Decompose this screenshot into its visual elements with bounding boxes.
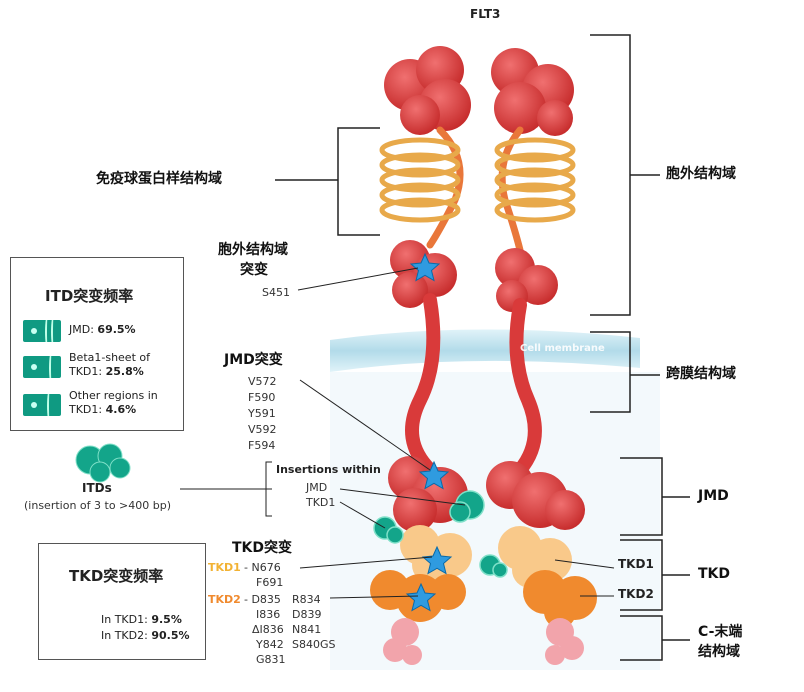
bracket-ig xyxy=(275,127,380,236)
itd-frequency-title: ITD突变频率 xyxy=(45,287,134,305)
tkd2-site-b3: N841 xyxy=(292,623,322,636)
tkd-freq-row1-text: In TKD1: xyxy=(101,613,152,626)
leader-insertion-tkd1 xyxy=(339,501,386,529)
leader-lines xyxy=(180,267,615,599)
leader-insertion-jmd xyxy=(339,488,466,506)
star-tkd1-icon xyxy=(421,545,453,575)
leader-jmd xyxy=(299,379,431,471)
star-ecd-icon xyxy=(409,252,441,282)
brackets-right xyxy=(275,34,690,661)
tkd1-site-1: - N676 xyxy=(244,561,281,574)
ig-domain-label: 免疫球蛋白样结构域 xyxy=(96,171,222,187)
tkd2-site-b1: R834 xyxy=(292,593,321,606)
itd-jmd-swatch-icon xyxy=(23,320,61,342)
itd-blob-jmd xyxy=(449,490,485,523)
leader-r834 xyxy=(329,595,419,599)
bracket-transmembrane xyxy=(590,331,660,413)
tkd1-right-label: TKD1 xyxy=(618,557,654,571)
itd-row-other: Other regions in TKD1: 4.6% xyxy=(23,389,173,418)
jmd-site-3: Y591 xyxy=(248,407,276,420)
tkd-frequency-title: TKD突变频率 xyxy=(69,567,164,585)
tkd1-mutation-label: TKD1 xyxy=(208,561,241,574)
tm-helix-left xyxy=(405,293,441,477)
insertions-title: Insertions within xyxy=(276,463,381,476)
tkd-freq-row2-value: 90.5% xyxy=(151,629,190,642)
leader-tkd1-right xyxy=(554,559,615,569)
bracket-jmd xyxy=(620,457,690,536)
tkd2-site-a4: Y842 xyxy=(256,638,284,651)
ecd-mutation-site: S451 xyxy=(262,286,290,299)
ig-coil-right xyxy=(494,137,576,223)
tkd-freq-row1-value: 9.5% xyxy=(151,613,182,626)
tkd1-site-2: F691 xyxy=(256,576,284,589)
tkd2-right xyxy=(523,570,597,628)
itd-beta1-swatch-icon xyxy=(23,356,61,378)
itd-row-jmd-value: 69.5% xyxy=(97,323,136,336)
tkd2-site-a1: - D835 xyxy=(244,593,281,606)
tm-helix-right xyxy=(509,298,542,477)
tkd2-site-b4: S840GS xyxy=(292,638,336,651)
jmd-site-2: F590 xyxy=(248,391,276,404)
top-domain-left xyxy=(384,46,471,135)
jmd-site-5: F594 xyxy=(248,439,276,452)
itd-row-other-text: TKD1: xyxy=(69,403,106,416)
ig-coil-left xyxy=(379,137,461,223)
itd-other-swatch-icon xyxy=(23,394,61,416)
cell-membrane-band xyxy=(330,329,640,372)
itd-frequency-box: ITD突变频率 JMD: 69.5% Beta1-sheet of TKD1: … xyxy=(10,257,184,431)
top-domain-right xyxy=(491,48,574,136)
flt3-label: FLT3 xyxy=(470,7,501,21)
tkd-domain-label: TKD xyxy=(698,566,731,582)
tkd-frequency-box: TKD突变频率 In TKD1: 9.5% In TKD2: 90.5% xyxy=(38,543,206,660)
itds-title: ITDs xyxy=(82,481,112,495)
insertions-tkd1: TKD1 xyxy=(306,496,336,509)
bracket-cterm xyxy=(620,615,690,661)
itd-row-beta1-line1: Beta1-sheet of xyxy=(69,351,150,364)
itd-blob-right xyxy=(479,554,508,578)
ecd-mutation-title-1: 胞外结构域 xyxy=(218,242,288,258)
leader-s451 xyxy=(297,267,419,291)
tkd2-right-label: TKD2 xyxy=(618,587,654,601)
c-terminal-left xyxy=(383,618,422,665)
tkd2-site-a3: ΔI836 xyxy=(252,623,284,636)
extracellular-domain-label: 胞外结构域 xyxy=(666,166,736,182)
star-jmd-icon xyxy=(418,460,450,490)
star-tkd2-icon xyxy=(405,582,437,612)
transmembrane-domain-label: 跨膜结构域 xyxy=(666,366,736,382)
tkd2-site-b2: D839 xyxy=(292,608,322,621)
c-terminal-label-1: C-末端 xyxy=(698,624,743,640)
itd-row-beta1-value: 25.8% xyxy=(105,365,144,378)
bracket-extracellular xyxy=(590,34,660,316)
ecd-lobe-right xyxy=(495,248,558,312)
bracket-tkd xyxy=(620,539,690,611)
tkd-mutation-title: TKD突变 xyxy=(232,540,293,556)
tkd2-mutation-label: TKD2 xyxy=(208,593,241,606)
itd-row-beta1-text: TKD1: xyxy=(69,365,106,378)
itd-row-jmd: JMD: 69.5% xyxy=(23,320,173,344)
leader-n676 xyxy=(299,556,433,569)
tkd2-left xyxy=(370,570,466,622)
ecd-mutation-title-2: 突变 xyxy=(240,262,268,278)
c-terminal-label-2: 结构域 xyxy=(698,644,740,660)
itds-desc: (insertion of 3 to >400 bp) xyxy=(24,499,172,512)
c-terminal-right xyxy=(545,618,584,665)
itd-row-jmd-text: JMD: xyxy=(69,323,98,336)
jmd-mutation-title: JMD突变 xyxy=(224,352,283,368)
itds-blob-icon xyxy=(75,443,131,483)
tkd2-site-a2: I836 xyxy=(256,608,281,621)
itd-row-other-value: 4.6% xyxy=(105,403,137,416)
insertions-jmd: JMD xyxy=(306,481,328,494)
tkd-freq-row2-text: In TKD2: xyxy=(101,629,152,642)
itd-row-beta1: Beta1-sheet of TKD1: 25.8% xyxy=(23,351,173,380)
cell-membrane-label: Cell membrane xyxy=(520,343,605,354)
itd-row-other-line1: Other regions in xyxy=(69,389,158,402)
jmd-domain-label: JMD xyxy=(698,488,729,504)
jmd-lobe-right xyxy=(486,461,585,530)
jmd-site-4: V592 xyxy=(248,423,277,436)
insertion-bracket xyxy=(265,461,272,517)
tkd2-site-a5: G831 xyxy=(256,653,286,666)
jmd-lobe-left xyxy=(388,456,468,532)
jmd-site-1: V572 xyxy=(248,375,277,388)
